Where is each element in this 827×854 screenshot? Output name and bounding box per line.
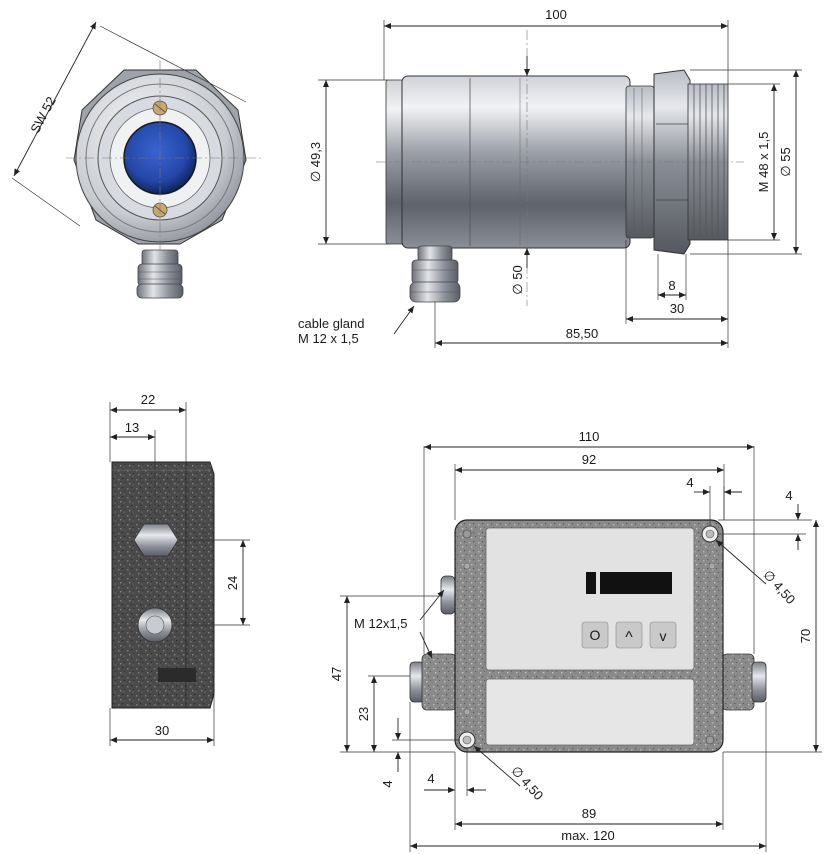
electronics-side-view: 22 13 24 30 [109, 392, 250, 746]
svg-text:O: O [590, 627, 601, 643]
front-gland-thread-label: M 12x1,5 [354, 616, 407, 631]
dim-nut-width: 8 [668, 278, 675, 293]
dim-front-hole-offset-x-bottom: 4 [427, 771, 434, 786]
electronics-front-view: O ^ v 110 92 [329, 429, 822, 852]
dim-front-hole-offset-x: 4 [686, 475, 693, 490]
dim-diameter-front: ∅ 49,3 [308, 142, 323, 182]
dim-diameter-nut: ∅ 55 [778, 147, 793, 176]
dim-front-hole-offset-y-bottom: 4 [380, 780, 395, 787]
dim-side-width-bottom: 30 [155, 723, 169, 738]
cable-gland-thread: M 12 x 1,5 [298, 331, 359, 346]
dim-front-width-holes: 92 [582, 452, 596, 467]
dim-front-height-gland-center: 23 [356, 707, 371, 721]
svg-text:^: ^ [625, 629, 633, 646]
svg-text:v: v [660, 628, 667, 644]
dim-front-hole-diameter-top: ∅ 4,50 [760, 567, 798, 607]
cable-gland-front [136, 249, 184, 299]
button-down[interactable]: v [649, 621, 677, 649]
dim-front-width-max: max. 120 [561, 828, 614, 843]
dim-diameter-body: ∅ 50 [510, 265, 525, 294]
lcd-display [600, 572, 672, 594]
dim-front-hole-diameter-bottom: ∅ 4,50 [508, 763, 546, 803]
dim-side-width-top: 22 [141, 392, 155, 407]
sensor-head-front-view: SW 52 [11, 21, 262, 299]
dim-wrench-size: SW 52 [27, 94, 59, 135]
button-o[interactable]: O [581, 621, 609, 649]
button-up[interactable]: ^ [615, 621, 643, 649]
front-gland-left [409, 653, 457, 711]
cable-gland-side [409, 245, 461, 303]
dim-front-hole-offset-y: 4 [785, 488, 792, 503]
display-panel [485, 527, 695, 671]
front-gland-right [721, 653, 767, 711]
dim-side-width-inner: 13 [125, 420, 139, 435]
cable-gland-label: cable gland [298, 316, 365, 331]
lower-panel [485, 678, 695, 746]
side-gland-hex [133, 523, 179, 557]
dim-gland-offset: 85,50 [566, 326, 599, 341]
sensor-head-side-view: 100 ∅ 49,3 ∅ 50 M 48 x 1,5 ∅ 55 8 30 [298, 7, 802, 348]
dim-thread-length: 30 [670, 301, 684, 316]
dim-front-height-gland: 47 [329, 667, 344, 681]
dim-front-width-base: 89 [582, 806, 596, 821]
dim-front-height-total: 70 [798, 629, 813, 643]
dim-thread: M 48 x 1,5 [756, 132, 771, 193]
dim-side-height-hole: 24 [225, 576, 240, 590]
dim-front-width-total: 110 [579, 429, 600, 444]
dim-length: 100 [545, 7, 567, 22]
lcd-indicator [586, 572, 596, 594]
